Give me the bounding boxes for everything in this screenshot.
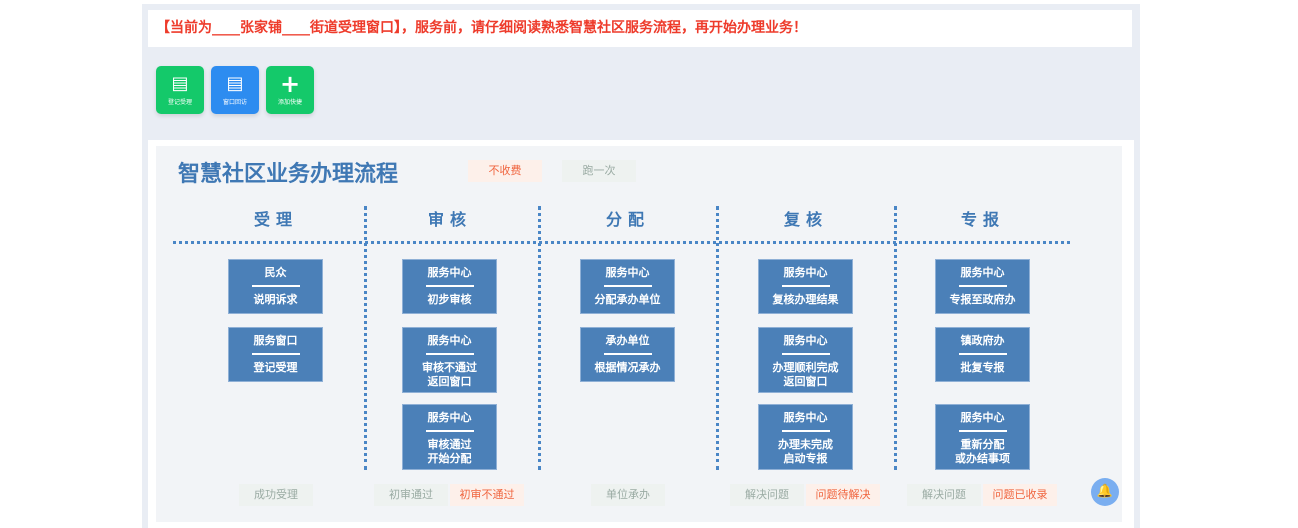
column-header: 受理 [253,210,298,229]
status-tag: 初审不通过 [450,484,524,506]
step-actor: 服务中心 [783,266,828,279]
step-actor: 民众 [264,266,287,279]
step-separator [251,353,300,355]
tag-once: 跑一次 [562,160,636,182]
column-divider [716,206,719,470]
notice-banner: 【当前为____张家铺____街道受理窗口】，服务前，请仔细阅读熟悉智慧社区服务… [148,10,1132,47]
step-action: 办理顺利完成 返回窗口 [772,361,839,388]
flow-step-box: 镇政府办批复专报 [935,327,1030,382]
status-tag: 解决问题 [907,484,981,506]
flow-step-box: 服务中心重新分配 或办结事项 [935,404,1030,470]
flow-step-box: 服务中心办理未完成 启动专报 [758,404,853,470]
flow-diagram: 智慧社区业务办理流程 不收费 跑一次 受理民众说明诉求服务窗口登记受理成功受理 审… [156,146,1122,522]
status-tag: 单位承办 [591,484,665,506]
status-tag: 问题待解决 [806,484,880,506]
main-container: 【当前为____张家铺____街道受理窗口】，服务前，请仔细阅读熟悉智慧社区服务… [142,4,1140,528]
step-separator [603,285,652,287]
step-action: 登记受理 [253,361,298,374]
step-action: 审核不通过 返回窗口 [422,361,477,388]
step-separator [958,285,1007,287]
step-action: 分配承办单位 [594,293,661,306]
step-action: 根据情况承办 [594,361,661,374]
step-actor: 服务中心 [783,411,828,424]
step-separator [958,353,1007,355]
step-action: 办理未完成 启动专报 [778,438,833,465]
step-action: 审核通过 开始分配 [427,438,472,465]
step-separator [425,353,474,355]
step-actor: 服务中心 [427,411,472,424]
step-actor: 服务中心 [960,411,1005,424]
step-separator [781,285,830,287]
tag-free: 不收费 [468,160,542,182]
step-actor: 服务中心 [960,266,1005,279]
register-accept-button[interactable]: ▤ 登记受理 [156,66,204,114]
step-actor: 服务中心 [605,266,650,279]
step-actor: 服务中心 [427,334,472,347]
step-separator [781,353,830,355]
step-separator [251,285,300,287]
flow-step-box: 服务中心审核不通过 返回窗口 [402,327,497,393]
column-divider [894,206,897,470]
flow-step-box: 服务中心专报至政府办 [935,259,1030,314]
document-icon: ▤ [171,73,189,94]
step-action: 复核办理结果 [772,293,839,306]
flow-step-box: 服务中心办理顺利完成 返回窗口 [758,327,853,393]
status-tag: 初审通过 [374,484,448,506]
status-tag: 成功受理 [239,484,313,506]
document-icon: ▤ [226,73,244,94]
flow-step-box: 服务中心分配承办单位 [580,259,675,314]
step-actor: 承办单位 [605,334,650,347]
flow-card: 智慧社区业务办理流程 不收费 跑一次 受理民众说明诉求服务窗口登记受理成功受理 审… [148,140,1134,528]
column-header: 复核 [783,210,828,229]
bell-icon[interactable]: 🔔 [1091,478,1119,506]
step-action: 初步审核 [427,293,472,306]
status-tag: 问题已收录 [983,484,1057,506]
status-tag: 解决问题 [730,484,804,506]
window-visit-button[interactable]: ▤ 窗口回访 [211,66,259,114]
step-action: 重新分配 或办结事项 [955,438,1010,465]
step-separator [781,430,830,432]
step-action: 批复专报 [960,361,1005,374]
flow-step-box: 服务窗口登记受理 [228,327,323,382]
flow-title: 智慧社区业务办理流程 [178,161,399,187]
column-header: 审核 [427,210,472,229]
flow-step-box: 服务中心初步审核 [402,259,497,314]
step-separator [425,430,474,432]
add-shortcut-button[interactable]: + 添加快捷 [266,66,314,114]
column-divider [538,206,541,470]
step-separator [958,430,1007,432]
step-actor: 镇政府办 [960,334,1005,347]
step-actor: 服务中心 [783,334,828,347]
flow-step-box: 民众说明诉求 [228,259,323,314]
flow-step-box: 服务中心审核通过 开始分配 [402,404,497,470]
step-separator [603,353,652,355]
divider [173,241,1070,244]
step-separator [425,285,474,287]
step-actor: 服务中心 [427,266,472,279]
step-actor: 服务窗口 [253,334,298,347]
flow-step-box: 承办单位根据情况承办 [580,327,675,382]
column-divider [364,206,367,470]
plus-icon: + [279,70,301,98]
step-action: 说明诉求 [253,293,298,306]
column-header: 分配 [605,210,650,229]
step-action: 专报至政府办 [949,293,1016,306]
flow-step-box: 服务中心复核办理结果 [758,259,853,314]
column-header: 专报 [960,210,1005,229]
